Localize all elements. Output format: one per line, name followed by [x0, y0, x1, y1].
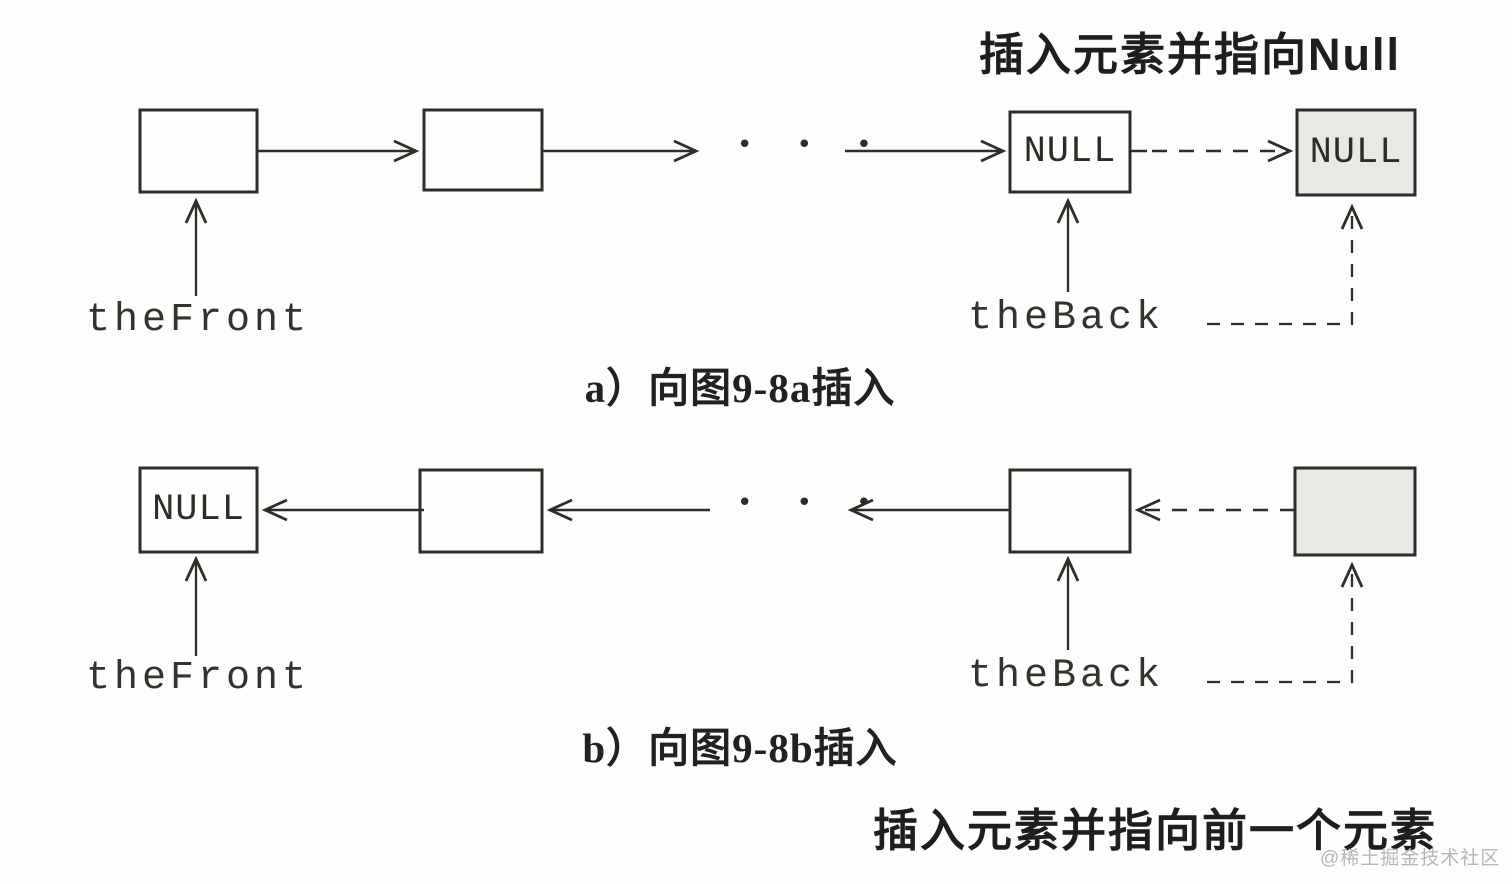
watermark: @稀土掘金技术社区	[1320, 848, 1501, 869]
a-node-2-box	[422, 108, 544, 192]
b-theback-label: theBack	[968, 654, 1165, 699]
a-node-null-box	[1008, 110, 1132, 194]
b-theback-dashed-pointer	[1207, 561, 1364, 684]
b-ellipsis-dots: • • •	[737, 488, 890, 518]
a-caption: a）向图9-8a插入	[584, 365, 896, 411]
b-node-2-box	[418, 468, 544, 554]
top-annotation-title: 插入元素并指向Null	[979, 29, 1401, 80]
bottom-annotation-title: 插入元素并指向前一个元素	[872, 805, 1437, 856]
a-ellipsis-dots: • • •	[737, 130, 890, 160]
a-thefront-label: theFront	[86, 298, 311, 343]
b-thefront-label: theFront	[86, 656, 311, 701]
b-null-node-label: NULL	[152, 489, 245, 531]
b-node-null-box	[138, 466, 259, 554]
a-theback-dashed-pointer	[1207, 203, 1364, 326]
a-inserted-null-node-label: NULL	[1309, 131, 1403, 174]
b-inserted-node-box	[1293, 466, 1417, 557]
a-theback-label: theBack	[968, 296, 1165, 341]
a-null-node-label: NULL	[1023, 131, 1117, 173]
b-caption: b）向图9-8b插入	[582, 725, 898, 771]
a-inserted-node-box	[1295, 108, 1417, 197]
b-node-3-box	[1008, 468, 1132, 554]
a-node-1-box	[138, 108, 259, 194]
